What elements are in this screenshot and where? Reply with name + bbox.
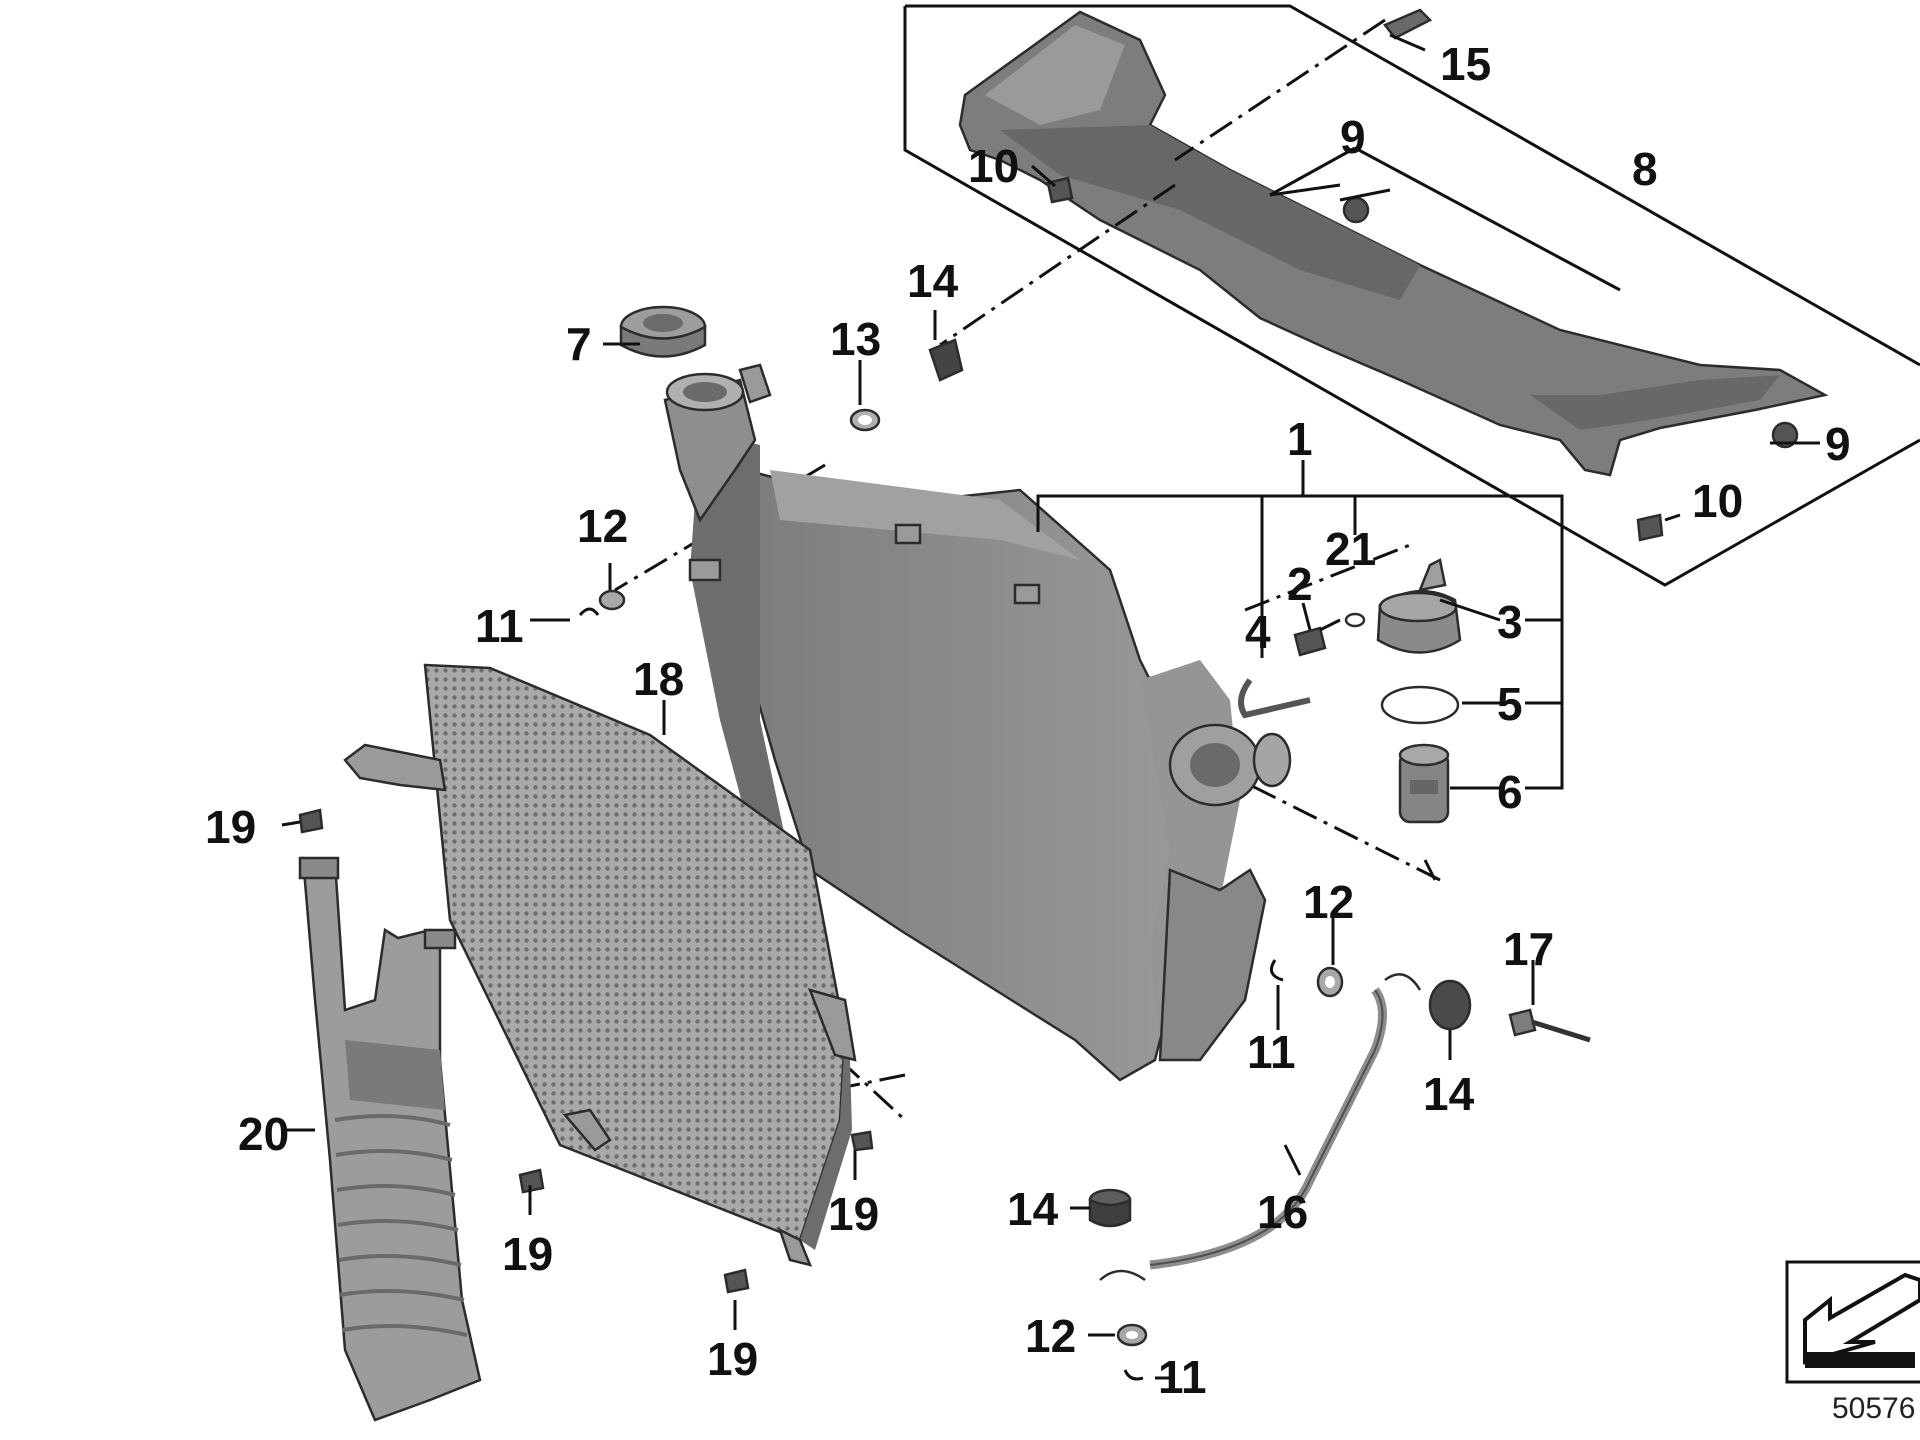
callout-7: 7 [566,318,592,370]
callout-11-bottom: 11 [1158,1351,1207,1403]
callout-2: 2 [1287,558,1313,610]
thermostat-parts [1238,558,1462,824]
callout-3: 3 [1497,596,1523,648]
callout-14-bottom: 14 [1007,1183,1059,1235]
callout-19-bottom: 19 [707,1333,758,1385]
air-duct-cover [958,10,1829,477]
callout-21: 21 [1325,523,1376,575]
callout-20: 20 [238,1108,289,1160]
lower-right-parts [298,8,1799,1381]
callout-12-mid: 12 [1303,876,1354,928]
callout-15: 15 [1440,38,1491,90]
callout-4: 4 [1245,606,1271,658]
callout-19-center: 19 [502,1228,553,1280]
callout-16: 16 [1257,1186,1308,1238]
callout-8: 8 [1632,143,1658,195]
thermostat-group-bracket [1036,460,1564,790]
callout-13: 13 [830,313,881,365]
callout-5: 5 [1497,678,1523,730]
callout-12-bottom: 12 [1025,1310,1076,1362]
callout-10-right: 10 [1692,475,1743,527]
side-trim-panel [298,856,482,1422]
callout-19-right: 19 [828,1188,879,1240]
reference-symbol-box [1785,1260,1920,1384]
callout-19-left: 19 [205,801,256,853]
diagram-reference-number: 50576 [1832,1392,1915,1425]
radiator-grille [343,663,857,1267]
upper-seal-parts [578,338,964,617]
callout-11-mid: 11 [1247,1026,1296,1078]
callout-10-top: 10 [968,140,1019,192]
callout-18: 18 [633,653,684,705]
callout-9-top: 9 [1340,111,1366,163]
callout-14-mid: 14 [1423,1068,1475,1120]
leader-lines [281,33,1820,1380]
callout-9-right: 9 [1825,418,1851,470]
callout-17: 17 [1503,923,1554,975]
callout-6: 6 [1497,766,1523,818]
duct-assembly-frame [903,4,1920,587]
callout-1: 1 [1287,413,1313,465]
callout-14-upper: 14 [907,255,959,307]
radiator [663,363,1292,1082]
callout-12-upper: 12 [577,500,628,552]
callout-11-upper: 11 [475,600,524,652]
arrow-icon [1803,1272,1920,1365]
radiator-cap [619,305,707,358]
callout-labels: 1 2 3 4 5 6 7 8 9 9 10 10 11 11 11 12 12… [205,38,1851,1403]
